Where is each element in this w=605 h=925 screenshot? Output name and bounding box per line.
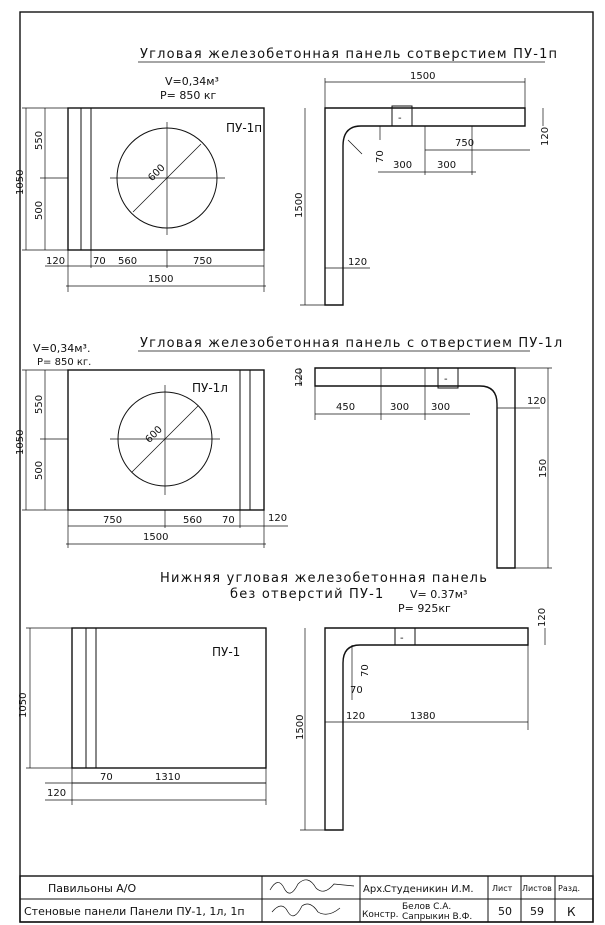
panel-plan: - 1500 750 300 300 70 120 1500 120 (294, 71, 551, 306)
panel-elevation: 600 ПУ-1п 550 1050 500 120 70 560 750 15… (15, 107, 266, 292)
volume-label: V= 0.37м³ (410, 588, 467, 601)
plan-dim-750: 750 (455, 138, 474, 149)
header-sheets: Листов (522, 884, 552, 893)
panel-mark: ПУ-1 (212, 645, 240, 659)
project-name: Павильоны А/О (48, 882, 136, 895)
sheet-frame (19, 11, 594, 923)
panel-outline (67, 369, 265, 511)
plan-dim-120: 120 (346, 711, 365, 722)
volume-label: V=0,34м³ (165, 75, 219, 88)
plan-window-mark: - (444, 374, 448, 385)
plan-dim-300: 300 (393, 160, 412, 171)
sheet-title: Стеновые панели Панели ПУ-1, 1л, 1п (24, 905, 245, 918)
plan-dim-120: 120 (527, 396, 546, 407)
name-constr-2: Сапрыкин В.Ф. (402, 912, 472, 922)
plan-dim-70: 70 (350, 685, 363, 696)
plan-window (394, 627, 416, 646)
title-block: Павильоны А/О Стеновые панели Панели ПУ-… (19, 875, 594, 923)
plan-dim-1500: 1500 (294, 193, 305, 218)
dim-1500: 1500 (143, 532, 168, 543)
dim-500: 500 (34, 201, 45, 220)
plan-dim-70: 70 (375, 150, 386, 163)
section-2: Угловая железобетонная панель с отверсти… (15, 336, 563, 569)
plan-outline (324, 107, 526, 306)
sheet-number: 50 (498, 905, 512, 918)
dim-1050: 1050 (18, 693, 29, 718)
dim-1050: 1050 (15, 430, 26, 455)
plan-dim-450: 450 (336, 402, 355, 413)
plan-dim-150: 150 (538, 459, 549, 478)
dim-1310: 1310 (155, 772, 180, 783)
header-sheet: Лист (492, 884, 513, 893)
section-1-title: Угловая железобетонная панель сотверстие… (140, 47, 558, 62)
dim-70: 70 (222, 515, 235, 526)
plan-dim-300: 300 (431, 402, 450, 413)
name-arch: Студеникин И.М. (384, 884, 474, 895)
panel-mark: ПУ-1л (192, 381, 228, 395)
diameter-line (131, 405, 199, 473)
role-arch: Арх. (363, 884, 385, 895)
sheets-total: 59 (530, 905, 544, 918)
dim-560: 560 (183, 515, 202, 526)
volume-label: V=0,34м³. (33, 342, 90, 355)
dim-550: 550 (34, 395, 45, 414)
plan-dim-70: 70 (360, 664, 371, 677)
section-3-title: Нижняя угловая железобетонная панель (160, 571, 488, 586)
dim-550: 550 (34, 131, 45, 150)
dim-560: 560 (118, 256, 137, 267)
weight-label: P= 925кг (398, 602, 451, 615)
plan-window (437, 367, 459, 389)
name-constr-1: Белов С.А. (402, 902, 451, 912)
plan-dim-1380: 1380 (410, 711, 435, 722)
section-3: Нижняя угловая железобетонная панель без… (18, 571, 548, 831)
panel-outline (67, 107, 265, 251)
dim-1500: 1500 (148, 274, 173, 285)
plan-dim-120: 120 (537, 608, 548, 627)
dim-120: 120 (47, 788, 66, 799)
plan-dim-120: 120 (294, 368, 305, 387)
dim-70: 70 (93, 256, 106, 267)
diameter-line (132, 143, 202, 213)
panel-elevation: ПУ-1 1050 120 70 1310 (18, 627, 267, 805)
plan-dim-300: 300 (437, 160, 456, 171)
panel-plan: - 450 300 300 120 120 150 (294, 367, 552, 569)
section-2-title: Угловая железобетонная панель с отверсти… (140, 336, 563, 351)
plan-outline (324, 627, 529, 831)
plan-window (391, 105, 413, 127)
section-3-subtitle: без отверстий ПУ-1 (230, 587, 385, 602)
weight-label: P= 850 кг (160, 89, 216, 102)
section-code: К (567, 905, 576, 919)
dim-500: 500 (34, 461, 45, 480)
plan-dim-1500: 1500 (410, 71, 435, 82)
section-1: Угловая железобетонная панель сотверстие… (15, 47, 558, 306)
dim-120: 120 (46, 256, 65, 267)
signature (269, 879, 355, 917)
panel-mark: ПУ-1п (226, 121, 262, 135)
plan-dim-1500: 1500 (295, 715, 306, 740)
leader (347, 139, 363, 155)
dim-70: 70 (100, 772, 113, 783)
plan-dim-120: 120 (540, 127, 551, 146)
dim-1050: 1050 (15, 170, 26, 195)
header-section: Разд. (558, 884, 580, 893)
plan-window-mark: - (400, 633, 404, 644)
weight-label: P= 850 кг. (37, 357, 91, 368)
plan-window-mark: - (398, 113, 402, 124)
plan-dim-300: 300 (390, 402, 409, 413)
panel-outline (71, 627, 267, 769)
plan-outline (314, 367, 516, 569)
plan-dim-120: 120 (348, 257, 367, 268)
dim-750: 750 (103, 515, 122, 526)
dim-120: 120 (268, 513, 287, 524)
role-constr: Констр. (362, 910, 399, 920)
panel-elevation: 600 ПУ-1л 550 1050 500 750 560 70 120 15… (15, 369, 288, 548)
panel-plan: - 120 70 70 120 1380 1500 (295, 608, 548, 831)
dim-750: 750 (193, 256, 212, 267)
